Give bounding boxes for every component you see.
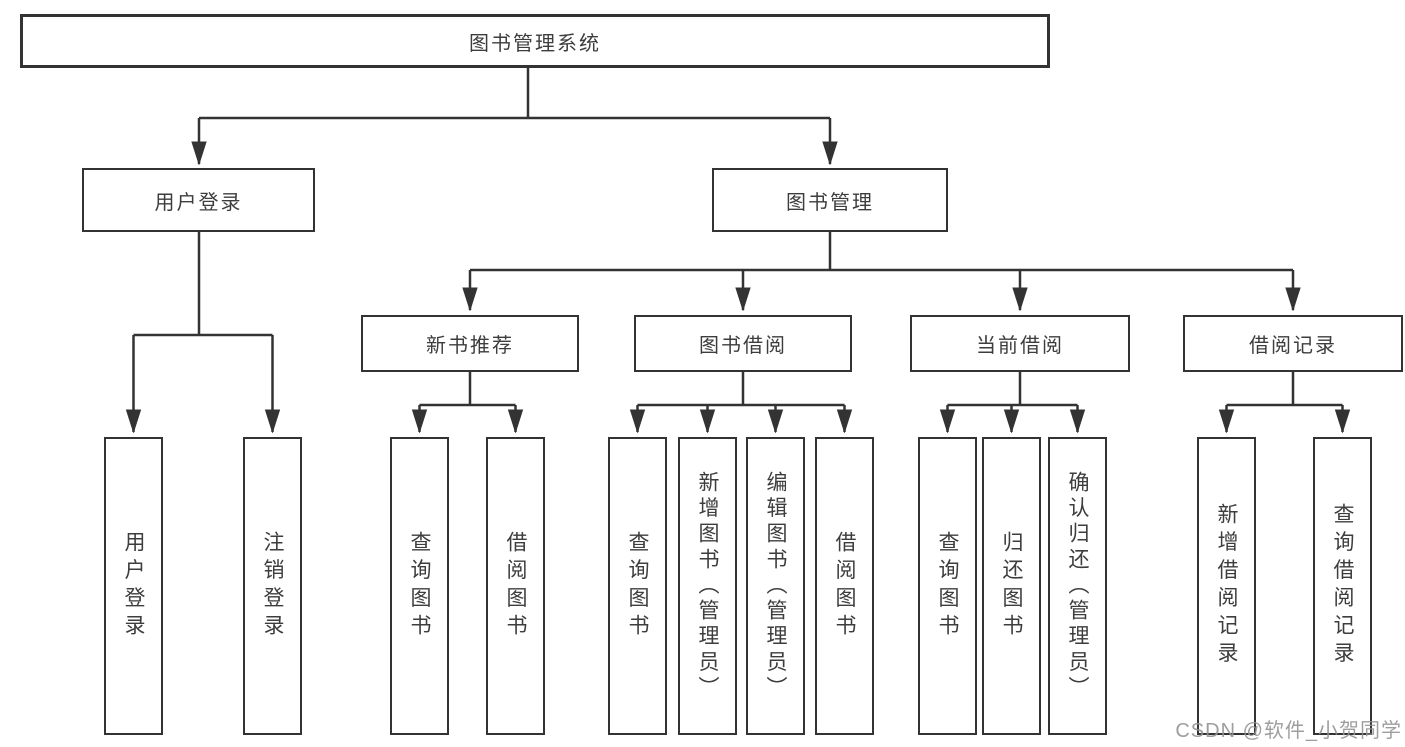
node-borrow-records: 借阅记录 bbox=[1183, 315, 1403, 372]
leaf-label: 新增图书（管理员） bbox=[696, 470, 719, 702]
leaf-return-book: 归还图书 bbox=[982, 437, 1041, 735]
leaf-edit-book-admin: 编辑图书（管理员） bbox=[746, 437, 805, 735]
node-new-book-recommend: 新书推荐 bbox=[361, 315, 579, 372]
leaf-add-book-admin: 新增图书（管理员） bbox=[678, 437, 737, 735]
connector-group bbox=[134, 68, 1343, 432]
leaf-label: 注销登录 bbox=[261, 530, 284, 642]
leaf-query-borrow-record: 查询借阅记录 bbox=[1313, 437, 1372, 735]
leaf-label: 查询借阅记录 bbox=[1331, 502, 1354, 670]
leaf-logout: 注销登录 bbox=[243, 437, 302, 735]
leaf-add-borrow-record: 新增借阅记录 bbox=[1197, 437, 1256, 735]
leaf-user-login: 用户登录 bbox=[104, 437, 163, 735]
leaf-borrow-books-recommend: 借阅图书 bbox=[486, 437, 545, 735]
node-book-borrow: 图书借阅 bbox=[634, 315, 852, 372]
leaf-label: 查询图书 bbox=[626, 530, 649, 642]
leaf-label: 查询图书 bbox=[408, 530, 431, 642]
leaf-label: 借阅图书 bbox=[504, 530, 527, 642]
node-user-login: 用户登录 bbox=[82, 168, 315, 232]
csdn-watermark: CSDN @软件_小贺同学 bbox=[1175, 720, 1402, 742]
node-label: 图书借阅 bbox=[699, 335, 787, 357]
leaf-label: 编辑图书（管理员） bbox=[764, 470, 787, 702]
node-label: 借阅记录 bbox=[1249, 335, 1337, 357]
node-label: 图书管理 bbox=[786, 191, 874, 214]
node-book-management: 图书管理 bbox=[712, 168, 948, 232]
leaf-label: 确认归还（管理员） bbox=[1066, 470, 1089, 702]
leaf-query-books-recommend: 查询图书 bbox=[390, 437, 449, 735]
leaf-query-books-borrow: 查询图书 bbox=[608, 437, 667, 735]
leaf-borrow-books: 借阅图书 bbox=[815, 437, 874, 735]
leaf-confirm-return-admin: 确认归还（管理员） bbox=[1048, 437, 1107, 735]
node-label: 当前借阅 bbox=[976, 335, 1064, 357]
leaf-query-books-current: 查询图书 bbox=[918, 437, 977, 735]
node-label: 用户登录 bbox=[154, 191, 243, 214]
leaf-label: 查询图书 bbox=[936, 530, 959, 642]
node-current-borrow: 当前借阅 bbox=[910, 315, 1130, 372]
leaf-label: 借阅图书 bbox=[833, 530, 856, 642]
node-label: 图书管理系统 bbox=[469, 32, 601, 55]
leaf-label: 归还图书 bbox=[1000, 530, 1023, 642]
leaf-label: 新增借阅记录 bbox=[1215, 502, 1238, 670]
node-library-management-system: 图书管理系统 bbox=[20, 14, 1050, 68]
leaf-label: 用户登录 bbox=[122, 530, 145, 642]
node-label: 新书推荐 bbox=[426, 335, 514, 357]
